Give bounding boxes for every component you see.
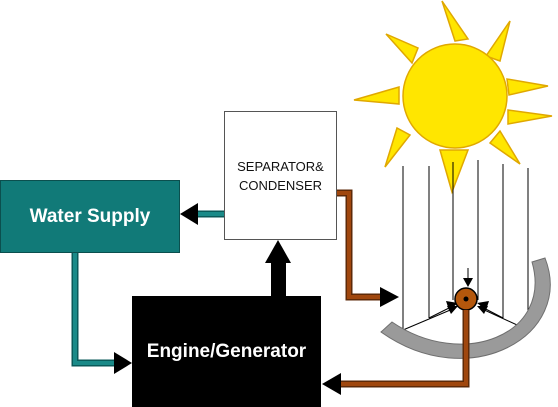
engine-to-separator-stem [271, 263, 286, 296]
sun-rays [353, 0, 553, 195]
sun-ray-right [507, 109, 553, 125]
receiver-center [463, 296, 469, 302]
water-to-engine-pipe-outline [71, 253, 114, 367]
reflected-ray-arrowheads [446, 278, 489, 314]
sun-ray-bottom-right [488, 129, 521, 165]
separator-condenser-block: SEPARATOR& CONDENSER [224, 111, 337, 240]
engine-generator-label: Engine/Generator [146, 340, 307, 362]
receiver-to-engine-arrow [322, 373, 341, 395]
separator-to-receiver-arrow [380, 287, 399, 307]
engine-generator-block: Engine/Generator [132, 296, 321, 407]
sun-disc [402, 43, 508, 149]
separator-to-receiver-pipe-outline [337, 189, 380, 301]
sun-ray-bottom [439, 149, 470, 195]
receiver-to-engine-pipe [341, 310, 468, 386]
sun-ray-left [353, 86, 400, 105]
sunlight-lines [402, 160, 529, 330]
water-supply-label: Water Supply [29, 205, 151, 227]
sun-ray-top-left [385, 33, 419, 65]
separator-to-receiver-pipe [337, 191, 380, 299]
separator-label-line1: SEPARATOR& [237, 158, 324, 174]
water-to-engine-arrow [114, 352, 132, 374]
sun-ray-right-upper [506, 78, 549, 96]
sun-icon [353, 0, 553, 195]
water-supply-block: Water Supply [0, 180, 180, 253]
sun-ray-top-right [484, 20, 511, 62]
separator-to-water-arrow [180, 203, 198, 225]
separator-label-line2: CONDENSER [238, 177, 323, 193]
sun-ray-bottom-left [384, 126, 412, 168]
water-to-engine-pipe [73, 253, 114, 365]
parabolic-dish-icon [380, 257, 551, 359]
sun-ray-top [441, 0, 470, 42]
engine-to-separator-arrow [265, 240, 291, 263]
